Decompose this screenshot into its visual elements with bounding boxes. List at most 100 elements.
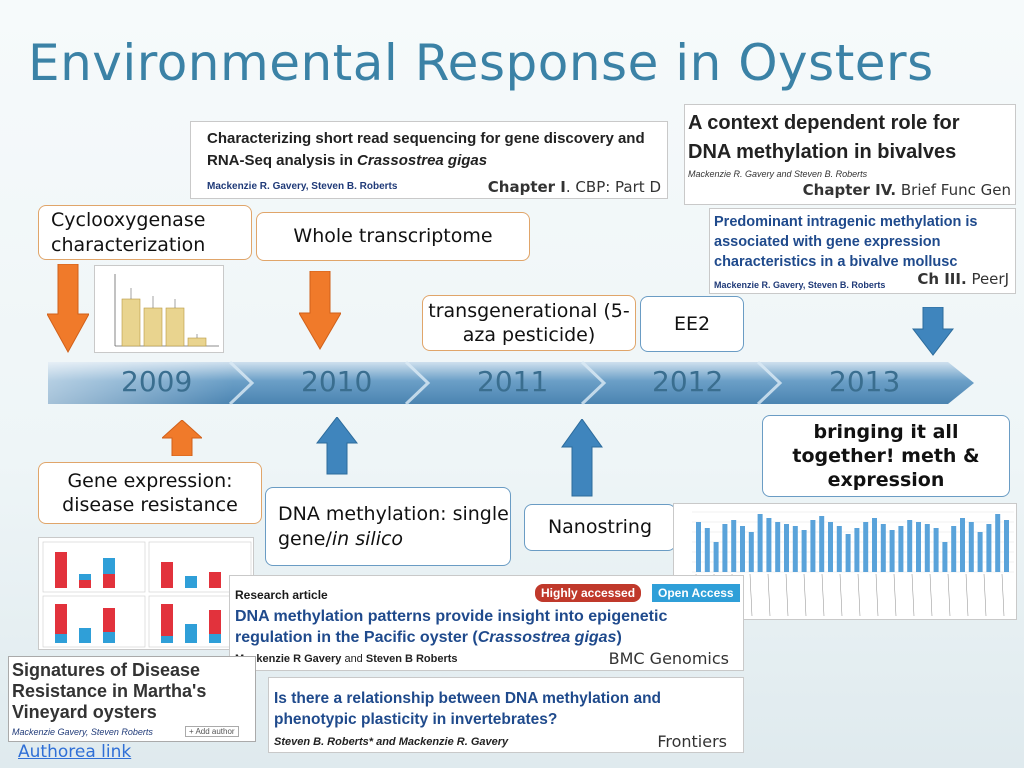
paper-bmc-title-1: DNA methylation patterns provide insight…	[235, 608, 668, 625]
nanostring-bar	[863, 522, 869, 572]
nanostring-bar	[757, 514, 763, 572]
timeline-bar	[48, 360, 974, 406]
arrow-down-blue-icon	[912, 307, 954, 356]
arrow-up-orange-icon	[162, 420, 202, 456]
nanostring-bar	[951, 526, 957, 572]
nanostring-bar	[819, 516, 825, 572]
timeline-year-2009: 2009	[121, 365, 193, 398]
nanostring-bar	[748, 532, 754, 572]
nanostring-bar	[696, 522, 701, 572]
paper-authorea-authors: Mackenzie Gavery, Steven Roberts	[12, 727, 153, 737]
paper-cbp-card: Characterizing short read sequencing for…	[190, 121, 668, 199]
callout-together: bringing it all together! meth & express…	[762, 415, 1010, 497]
paper-frontiers-authors: Steven B. Roberts* and Mackenzie R. Gave…	[274, 736, 509, 748]
paper-bfg-card: A context dependent role for DNA methyla…	[684, 104, 1016, 205]
callout-together-text: bringing it all together! meth & express…	[792, 420, 980, 492]
nanostring-bar	[907, 520, 913, 572]
nanostring-bar	[933, 528, 939, 572]
nanostring-bar	[792, 526, 798, 572]
nanostring-bar	[924, 524, 930, 572]
paper-bmc-card: Research article Highly accessed Open Ac…	[229, 575, 744, 671]
badge-open-access: Open Access	[652, 584, 740, 602]
nanostring-bar	[916, 522, 921, 572]
paper-bmc-author-a: Mackenzie R Gavery	[235, 653, 342, 665]
timeline-year-2013: 2013	[829, 365, 901, 398]
add-author-button[interactable]: + Add author	[185, 726, 239, 737]
timeline-year-2010: 2010	[301, 365, 373, 398]
authorea-link[interactable]: Authorea link	[18, 742, 132, 762]
nanostring-bar	[960, 518, 965, 572]
paper-authorea-title-2: Resistance in Martha's	[12, 681, 207, 701]
paper-peerj-chapter: Ch III.	[917, 270, 967, 288]
disease-charts-svg	[42, 541, 252, 648]
nanostring-bar	[766, 518, 772, 572]
callout-cox-text: Cyclooxygenase characterization	[51, 209, 206, 256]
paper-authorea-card: Signatures of Disease Resistance in Mart…	[8, 656, 256, 742]
nanostring-bar	[810, 520, 816, 572]
callout-gene-expression-text: Gene expression: disease resistance	[62, 469, 238, 516]
nanostring-bar	[889, 530, 895, 572]
arrow-up-blue-icon	[316, 417, 358, 475]
paper-bmc-title-2-end: )	[616, 629, 622, 646]
paper-peerj-journal: PeerJ	[966, 270, 1009, 288]
slide-title: Environmental Response in Oysters	[28, 34, 934, 92]
paper-cbp-chapter: Chapter I	[487, 178, 566, 196]
callout-transcriptome: Whole transcriptome	[256, 212, 530, 261]
paper-frontiers-journal: Frontiers	[657, 732, 727, 751]
nanostring-bar	[898, 526, 904, 572]
paper-cbp-journal: . CBP: Part D	[565, 178, 661, 196]
paper-bmc-journal: BMC Genomics	[608, 649, 729, 668]
paper-cbp-title-2: RNA-Seq analysis in	[207, 152, 358, 169]
paper-frontiers-title-1: Is there a relationship between DNA meth…	[274, 690, 662, 707]
paper-bfg-title-1: A context dependent role for	[688, 112, 960, 134]
callout-ee2: EE2	[640, 296, 744, 352]
paper-cbp-authors: Mackenzie R. Gavery, Steven B. Roberts	[207, 181, 398, 192]
nanostring-bar	[872, 518, 877, 572]
callout-nanostring-text: Nanostring	[547, 516, 653, 539]
paper-bfg-journal: Brief Func Gen	[896, 181, 1011, 199]
nanostring-bar	[880, 524, 886, 572]
callout-cox: Cyclooxygenase characterization	[38, 205, 252, 260]
callout-gene-expression: Gene expression: disease resistance	[38, 462, 262, 524]
paper-bmc-section: Research article	[235, 588, 328, 602]
nanostring-bar	[1004, 520, 1009, 572]
callout-ee2-text: EE2	[673, 312, 711, 335]
paper-peerj-authors: Mackenzie R. Gavery, Steven B. Roberts	[714, 280, 886, 290]
callout-transgen-text: transgenerational (5-aza pesticide)	[428, 299, 630, 346]
paper-peerj-card: Predominant intragenic methylation is as…	[709, 208, 1016, 294]
paper-peerj-title-2: associated with gene expression	[714, 234, 941, 250]
paper-cbp-title-1: Characterizing short read sequencing for…	[207, 130, 645, 147]
arrow-up-blue-icon	[561, 419, 603, 497]
nanostring-bar	[968, 522, 974, 572]
callout-dna-methylation: DNA methylation: single gene/in silico	[265, 487, 511, 566]
arrow-down-orange-icon	[47, 264, 89, 354]
callout-transgen: transgenerational (5-aza pesticide)	[422, 295, 636, 351]
paper-authorea-title-1: Signatures of Disease	[12, 660, 201, 680]
badge-highly-accessed: Highly accessed	[535, 584, 642, 602]
paper-frontiers-title-2: phenotypic plasticity in invertebrates?	[274, 711, 558, 728]
paper-bmc-title-2: regulation in the Pacific oyster (	[235, 629, 478, 646]
callout-dna-methylation-text: DNA methylation: single gene/	[278, 503, 509, 550]
arrow-down-orange-icon	[299, 271, 341, 350]
paper-bfg-title-2: DNA methylation in bivalves	[688, 141, 957, 163]
disease-charts-thumbnail	[38, 537, 254, 650]
paper-peerj-title-1: Predominant intragenic methylation is	[714, 214, 978, 230]
callout-transcriptome-text: Whole transcriptome	[293, 225, 493, 248]
nanostring-bar	[713, 542, 719, 572]
callout-nanostring: Nanostring	[524, 504, 676, 551]
paper-frontiers-card: Is there a relationship between DNA meth…	[268, 677, 744, 753]
timeline-year-2011: 2011	[477, 365, 549, 398]
paper-bfg-authors: Mackenzie R. Gavery and Steven B. Robert…	[688, 169, 868, 179]
nanostring-bar	[775, 522, 781, 572]
nanostring-bar	[986, 524, 992, 572]
nanostring-bar	[836, 526, 842, 572]
paper-bfg-chapter: Chapter IV.	[802, 181, 897, 199]
nanostring-bar	[845, 534, 851, 572]
cox-chart-thumbnail	[94, 265, 224, 353]
nanostring-chart-svg	[692, 511, 1014, 617]
callout-dna-methylation-italic: in silico	[331, 527, 404, 550]
paper-bmc-species: Crassostrea gigas	[477, 629, 617, 646]
nanostring-bar	[801, 530, 807, 572]
nanostring-bar	[704, 528, 710, 572]
nanostring-bar	[828, 522, 833, 572]
